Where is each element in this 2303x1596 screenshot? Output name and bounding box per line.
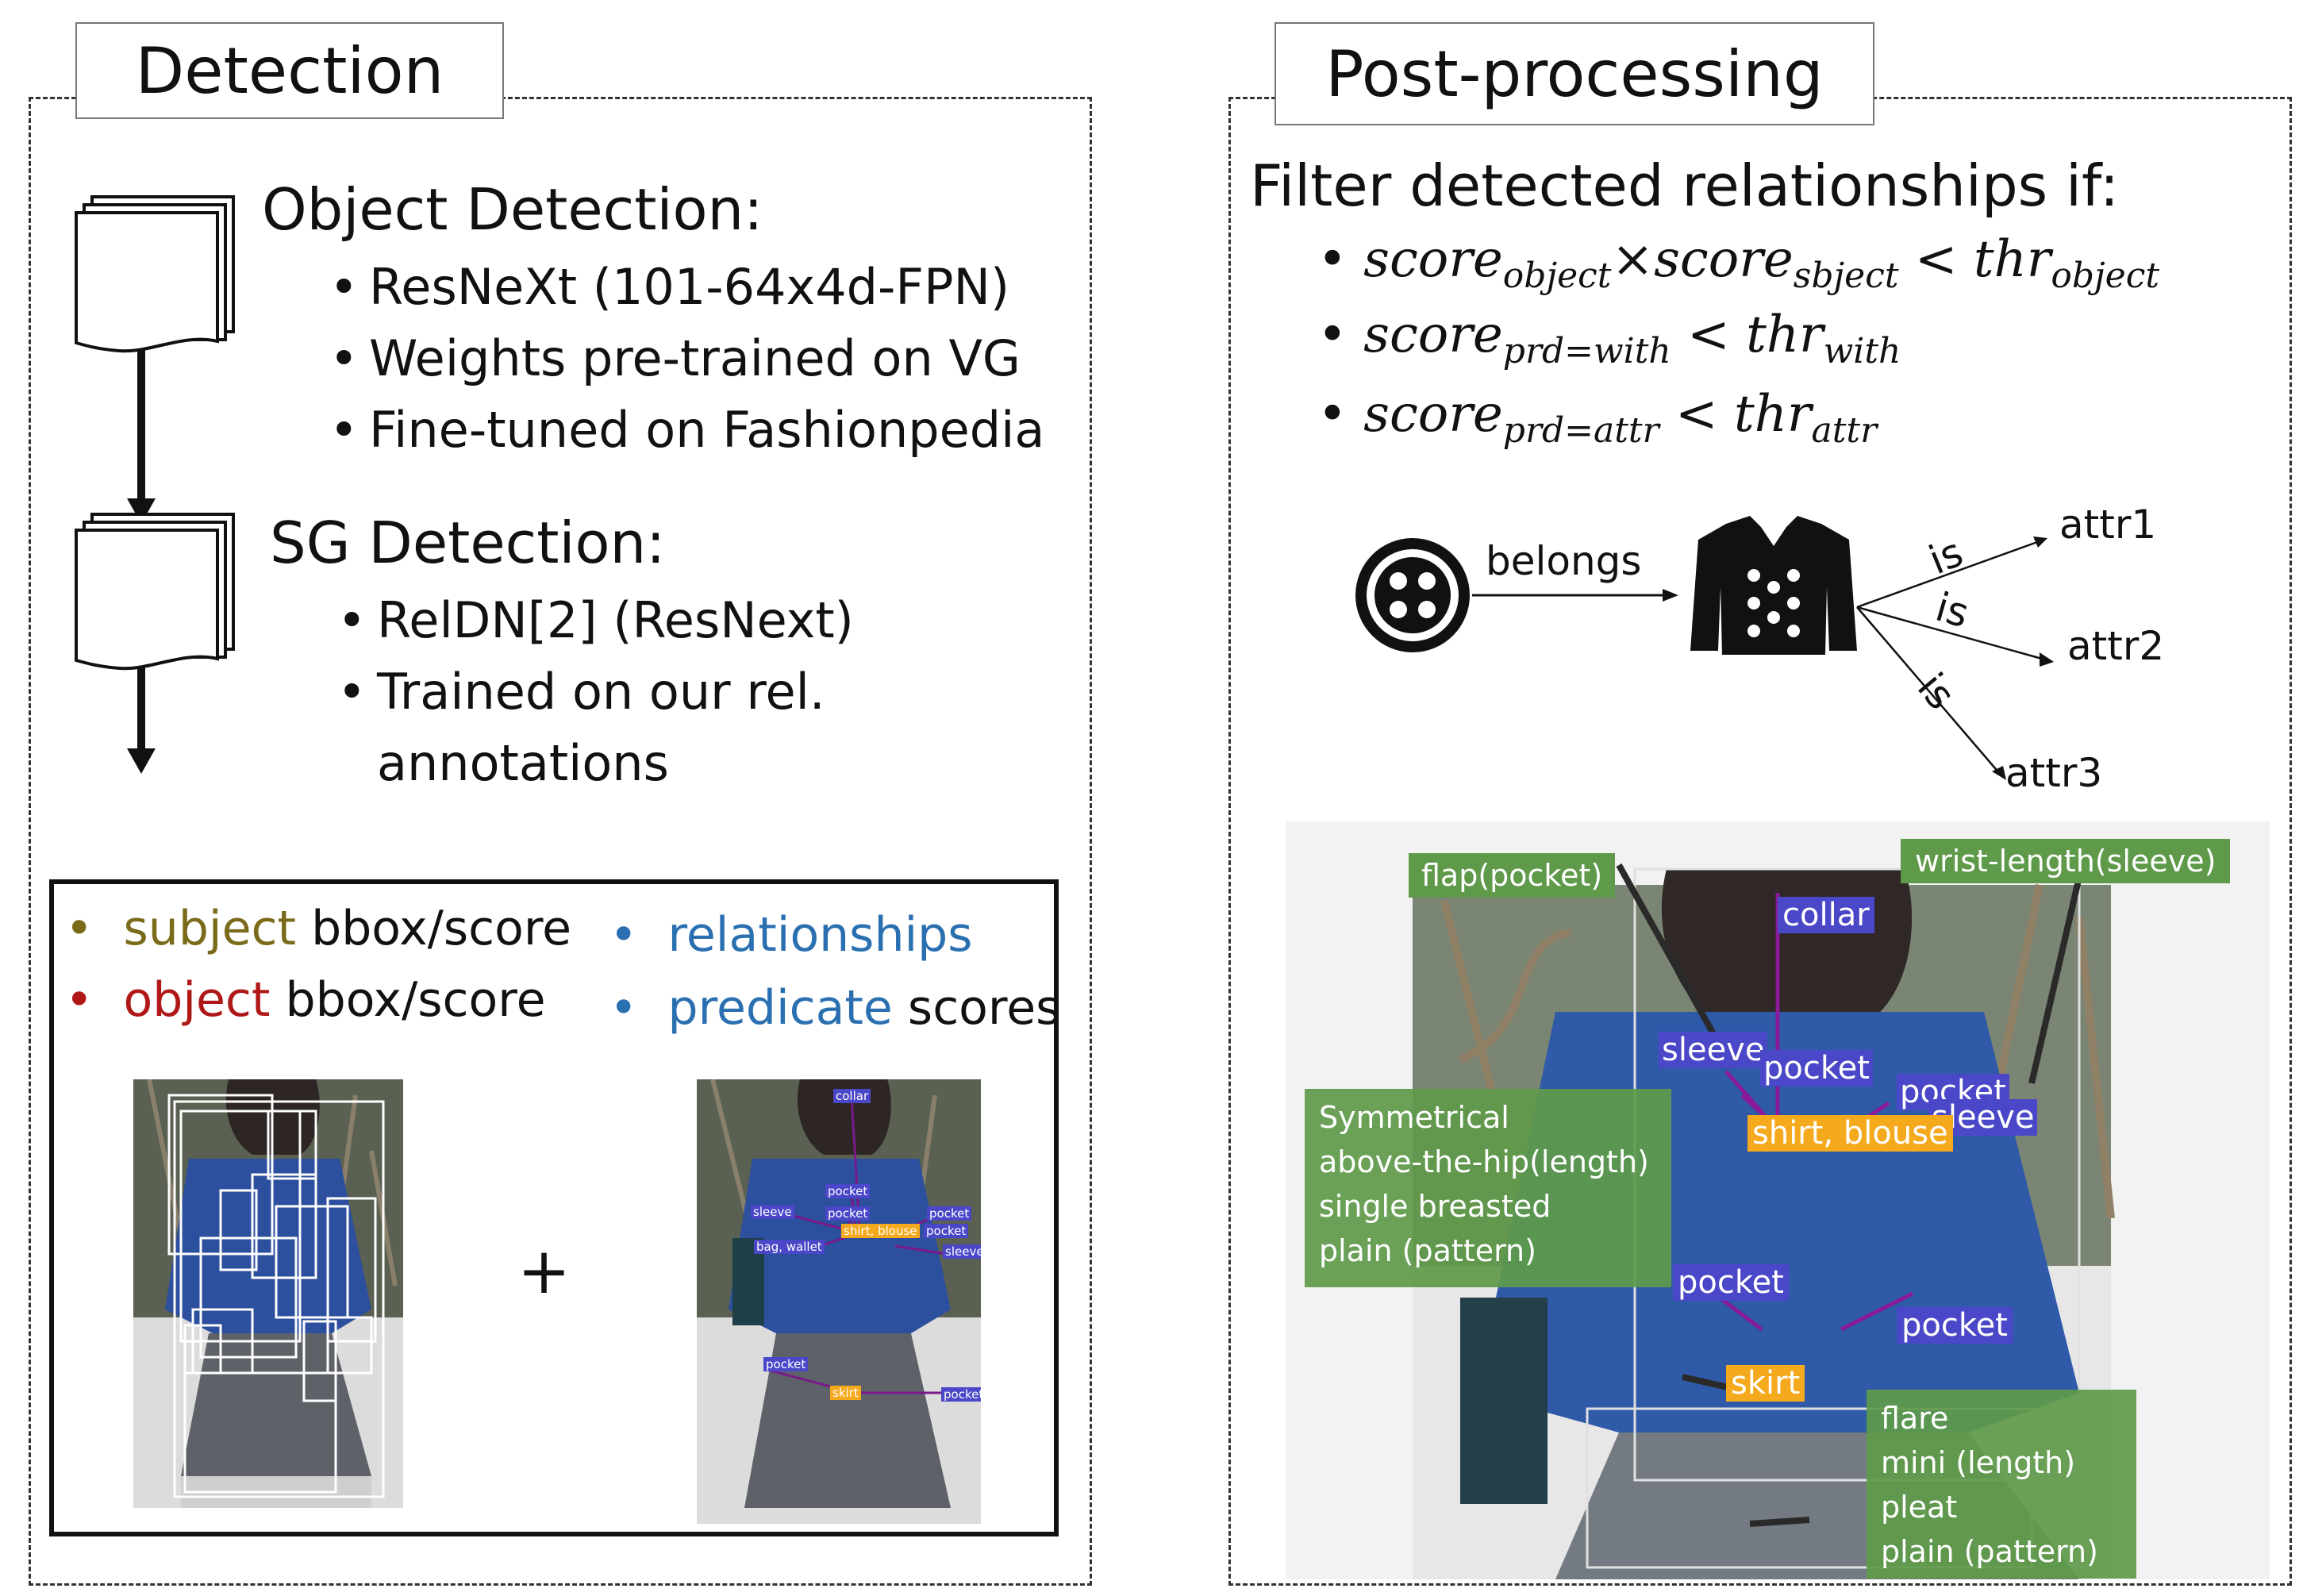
filter-heading: Filter detected relationships if: [1250,152,2120,219]
od-bullet-2: •Weights pre-trained on VG [329,329,1021,387]
sg-tag-collar: collar [833,1089,871,1103]
sg-tag-sleeve-2: sleeve [943,1244,981,1259]
tag-pocket-1: pocket [1760,1050,1873,1086]
legend-predicate: • predicate scores [609,980,1061,1036]
skirt-attributes-box: flare mini (length) pleat plain (pattern… [1867,1390,2136,1579]
object-detection-heading: Object Detection: [262,176,763,243]
example-graph [1355,516,2054,780]
legend-relationships: • relationships [609,907,973,963]
output-box [49,879,1059,1536]
sg-tag-pocket-3: pocket [927,1206,972,1221]
sg-tag-bag: bag, wallet [754,1240,825,1254]
shirt-attr-3: single breasted [1319,1189,1551,1224]
shirt-attr-2: above-the-hip(length) [1319,1144,1649,1179]
node-attr2: attr2 [2067,623,2165,669]
tag-shirt-blouse: shirt, blouse [1747,1115,1953,1152]
sg-tag-shirt: shirt, blouse [841,1224,920,1238]
sg-tag-pocket-5: pocket [763,1357,809,1371]
condition-1: • scoreobject×scoresbject < throbject [1317,230,2160,296]
detection-photo-bboxes [133,1079,403,1508]
sg-tag-pocket-2: pocket [825,1206,871,1221]
legend-object: • object bbox/score [65,972,546,1028]
sg-tag-skirt: skirt [830,1386,861,1400]
jacket-icon [1690,516,1857,655]
pipeline-icons [75,195,235,774]
sg-detection-heading: SG Detection: [270,510,666,576]
node-attr1: attr1 [2059,502,2157,548]
condition-2: • scoreprd=with < thrwith [1317,306,1901,371]
sg-tag-sleeve-1: sleeve [751,1205,794,1219]
od-bullet-3: •Fine-tuned on Fashionpedia [329,401,1045,459]
shirt-attr-4: plain (pattern) [1319,1233,1536,1268]
document-stack-icon-1 [75,195,235,353]
tag-sleeve: sleeve [1659,1032,1768,1068]
tag-skirt: skirt [1726,1365,1805,1402]
sg-bullet-1: •RelDN[2] (ResNext) [337,591,854,649]
detection-panel [29,97,1092,1586]
postprocessing-title: Post-processing [1275,22,1874,125]
condition-3: • scoreprd=attr < thrattr [1317,385,1878,451]
detection-title: Detection [75,22,504,119]
tag-wrist-length: wrist-length(sleeve) [1901,839,2231,883]
skirt-attr-4: plain (pattern) [1881,1534,2098,1569]
tag-collar: collar [1778,897,1874,933]
button-icon [1355,538,1470,652]
sg-bullet-3: annotations [377,734,669,792]
tag-flap-pocket: flap(pocket) [1409,853,1616,898]
detection-photo-scene-graph: collar pocket pocket pocket sleeve shirt… [697,1079,981,1524]
sg-tag-pocket-1: pocket [825,1184,871,1198]
sg-tag-pocket-6: pocket [941,1387,981,1402]
node-attr3: attr3 [2005,750,2103,796]
document-stack-icon-2 [75,513,235,671]
postprocessing-photo: flap(pocket) wrist-length(sleeve) collar… [1286,821,2270,1579]
legend-subject: • subject bbox/score [65,901,572,956]
plus-sign: + [517,1234,571,1308]
bbox-overlay [167,1094,385,1498]
skirt-attr-2: mini (length) [1881,1445,2076,1480]
skirt-attr-1: flare [1881,1401,1949,1436]
od-bullet-1: •ResNeXt (101-64x4d-FPN) [329,258,1010,316]
sg-tag-pocket-4: pocket [924,1224,969,1238]
edge-label-belongs: belongs [1486,538,1642,584]
tag-pocket-4: pocket [1897,1307,2013,1344]
sg-bullet-2: •Trained on our rel. [337,663,825,721]
skirt-attr-3: pleat [1881,1490,1958,1525]
shirt-attr-1: Symmetrical [1319,1100,1509,1135]
tag-pocket-3: pocket [1673,1264,1789,1301]
shirt-attributes-box: Symmetrical above-the-hip(length) single… [1305,1089,1671,1287]
